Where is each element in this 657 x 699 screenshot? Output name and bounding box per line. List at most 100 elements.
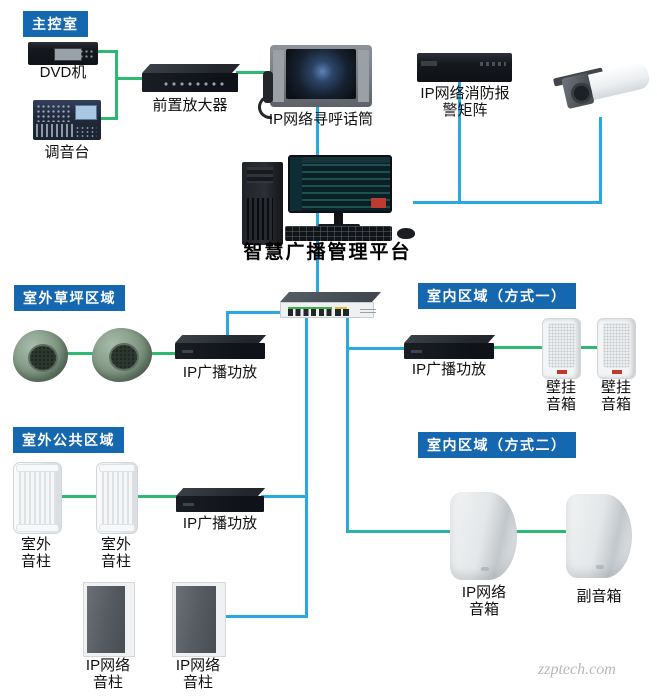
preamp-knobs [162, 78, 228, 87]
indoor1-amp-logo [411, 350, 422, 353]
ip-network-speaker-label-line2: 音箱 [468, 601, 499, 619]
lawn-amp-top-face [175, 335, 267, 343]
mixer-sliders [36, 124, 74, 137]
area-label-public: 室外公共区域 [13, 427, 124, 453]
ip-column-speaker-1-grille [87, 586, 125, 653]
audio-line-amp-wall1 [492, 346, 544, 349]
network-line-switch-down-right [346, 316, 349, 533]
network-line-lawn-amp-riser [226, 311, 229, 339]
network-line-switch-left [226, 311, 282, 314]
wall-speaker-1-label: 壁挂 音箱 [536, 379, 586, 414]
wall-speaker-2-label: 壁挂 音箱 [591, 379, 641, 414]
column-speaker-1-label: 室外 音柱 [8, 536, 64, 571]
audio-line-to-preamp [115, 77, 145, 80]
keyboard-image [285, 226, 392, 241]
rock-speaker-2-grille [109, 343, 139, 371]
ip-column-speaker-2-grille [176, 586, 216, 653]
network-line-to-public-amp [261, 495, 308, 498]
area-label-lawn: 室外草坪区域 [14, 285, 125, 311]
ip-column-speaker-2-label: IP网络 音柱 [170, 657, 226, 692]
rock-speaker-2-image [92, 328, 152, 382]
public-amp-image [176, 488, 266, 514]
preamp-image [142, 64, 241, 96]
column-speaker-2-label-line2: 音柱 [100, 553, 131, 571]
area-label-indoor2: 室内区域（方式二） [418, 432, 576, 458]
fire-alarm-matrix-label: IP网络消防报 警矩阵 [412, 85, 518, 120]
audio-line-rock1-rock2 [66, 352, 94, 355]
area-label-indoor1: 室内区域（方式一） [418, 283, 576, 309]
monitor-screen-dashboard [290, 157, 390, 211]
wall-speaker-2-label-line1: 壁挂 [600, 379, 631, 396]
ip-network-speaker-image [450, 492, 517, 580]
mixer-label: 调音台 [44, 144, 90, 161]
lawn-amp-front-face [175, 343, 265, 359]
wall-speaker-1-label-line2: 音箱 [545, 396, 576, 414]
area-label-main-control: 主控室 [23, 11, 88, 37]
mouse-image [397, 228, 415, 239]
column-speaker-2-top-cap [99, 464, 135, 472]
column-speaker-1-bottom-cap [16, 524, 59, 532]
column-speaker-1-label-line1: 室外 [20, 536, 51, 553]
paging-mic-screen [286, 49, 356, 99]
rock-speaker-1-grille [27, 344, 58, 372]
mixer-image [33, 100, 101, 140]
column-speaker-2-ribs [102, 472, 132, 524]
server-drive-bays [247, 167, 273, 183]
ip-column-speaker-1-image [83, 582, 135, 657]
switch-top-face [280, 292, 382, 302]
paging-mic-left-panel [273, 50, 284, 102]
network-line-to-ip-column [226, 615, 308, 618]
switch-ports [288, 309, 334, 316]
watermark: zzptech.com [538, 661, 616, 678]
audio-line-col2-public-amp [133, 495, 178, 498]
dvd-display [54, 48, 82, 61]
audio-line-preamp-to-mic [236, 71, 266, 74]
network-line-to-ip-speaker [346, 530, 452, 533]
ip-column-speaker-2-label-line1: IP网络 [175, 657, 221, 674]
public-amp-logo [183, 503, 194, 506]
server-tower-image [242, 162, 283, 245]
wall-speaker-1-label-line1: 壁挂 [545, 379, 576, 396]
monitor-screen-red-button [371, 198, 386, 208]
audio-line-dvd-out [96, 50, 118, 53]
dvd-player-image [28, 42, 98, 65]
fire-alarm-matrix-image [417, 53, 512, 82]
fire-alarm-matrix-label-line2: 警矩阵 [442, 102, 488, 120]
column-speaker-1-label-line2: 音柱 [20, 553, 51, 571]
paging-mic-image [253, 45, 372, 124]
paging-mic-handset [263, 71, 273, 103]
platform-title: 智慧广播管理平台 [243, 242, 412, 263]
mixer-buttons [75, 126, 97, 137]
wall-speaker-2-label-line2: 音箱 [600, 396, 631, 414]
switch-uplink-ports [335, 309, 349, 316]
column-speaker-1-image [13, 462, 62, 534]
network-switch-image [280, 292, 382, 318]
preamp-label: 前置放大器 [152, 97, 228, 114]
switch-markings [360, 309, 376, 315]
column-speaker-2-bottom-cap [99, 524, 135, 532]
camera-rotated-group [550, 43, 657, 130]
audio-line-rock2-lawn-amp [150, 352, 177, 355]
lawn-amp-image [175, 335, 267, 361]
mixer-knobs [36, 104, 72, 122]
network-line-camera-drop [599, 117, 602, 204]
server-vents [247, 198, 273, 240]
ip-column-speaker-2-label-line2: 音柱 [182, 674, 213, 692]
audio-line-ipspeaker-aux [515, 530, 568, 533]
audio-line-mixer-out [99, 117, 117, 120]
audio-line-wall1-wall2 [577, 346, 599, 349]
public-amp-label: IP广播功放 [182, 515, 258, 532]
ip-column-speaker-2-image [172, 582, 226, 657]
column-speaker-2-image [96, 462, 138, 534]
aux-speaker-label: 副音箱 [576, 588, 622, 605]
wall-speaker-1-badge [556, 370, 567, 374]
wall-speaker-1-image [542, 318, 581, 379]
wall-speaker-1-grille [548, 323, 575, 368]
ip-column-speaker-1-label-line1: IP网络 [85, 657, 131, 674]
public-amp-front-face [176, 496, 264, 512]
network-line-matrix-drop [458, 81, 461, 204]
column-speaker-2-label: 室外 音柱 [92, 536, 140, 571]
ip-network-speaker-label: IP网络 音箱 [448, 584, 520, 619]
public-amp-top-face [176, 488, 266, 496]
